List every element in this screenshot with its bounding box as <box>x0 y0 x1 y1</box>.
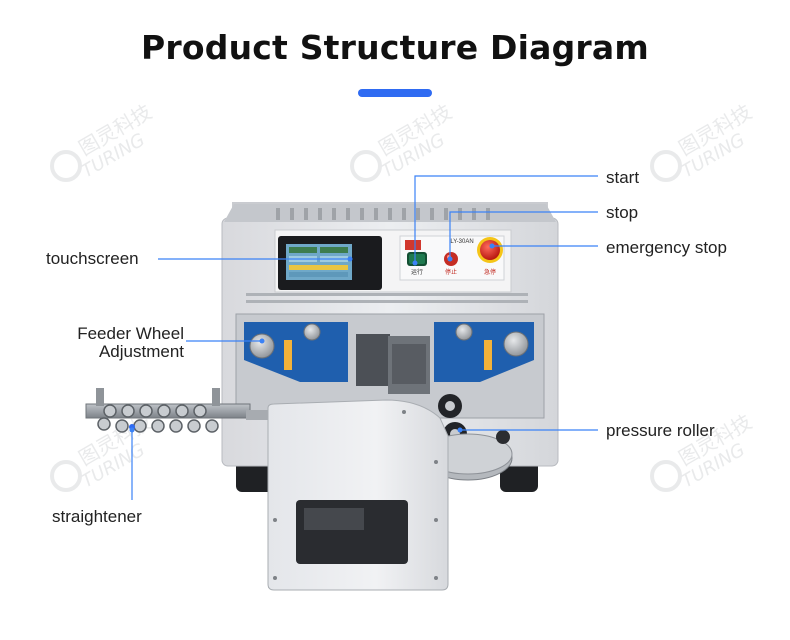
stop-button-label: 停止 <box>445 268 457 276</box>
wire-guide-bar <box>246 410 276 420</box>
callout-line-start <box>414 175 598 263</box>
safety-cover <box>267 399 449 591</box>
feeder-wheel-adjustment-knob <box>249 333 275 359</box>
callout-label-feeder-line1: Feeder Wheel <box>77 324 184 343</box>
callout-anchor-dots <box>129 243 495 433</box>
emergency-stop-button <box>477 237 503 263</box>
callout-label-feeder-line2: Adjustment <box>98 342 184 361</box>
start-button-label: 运行 <box>411 268 423 276</box>
panel-model-text: LY-30AN <box>450 239 473 245</box>
touchscreen-display <box>278 236 382 290</box>
callout-label-emergency-stop: emergency stop <box>606 238 727 257</box>
callout-label-start: start <box>606 168 640 187</box>
front-top-knob <box>303 323 321 341</box>
callout-line-stop <box>449 211 598 259</box>
callout-label-pressure-roller: pressure roller <box>606 421 715 440</box>
rear-adjustment-knob <box>503 331 529 357</box>
callout-label-feeder-wheel-adjustment: Feeder Wheel Adjustment <box>66 325 184 361</box>
brand-logo-icon <box>405 240 421 250</box>
diagram-title: Product Structure Diagram <box>141 28 649 67</box>
emergency-stop-button-label: 急停 <box>484 268 496 276</box>
watermark-logo-icon: 图灵科技 TURING <box>650 100 756 182</box>
vent-grille <box>276 208 490 220</box>
watermark-logo-icon: 图灵科技 TURING <box>350 100 456 182</box>
watermark-logo-icon: 图灵科技 TURING <box>50 100 156 182</box>
control-panel: LY-30AN 运行 停止 急停 <box>274 229 512 293</box>
callout-label-touchscreen: touchscreen <box>46 249 139 268</box>
title-underline-bar <box>358 89 432 97</box>
callout-label-straightener: straightener <box>52 507 142 526</box>
rear-top-knob <box>455 323 473 341</box>
callout-lines <box>131 175 598 500</box>
front-vent-slots <box>246 293 528 303</box>
callout-label-stop: stop <box>606 203 639 222</box>
straightener-assembly <box>85 388 251 433</box>
